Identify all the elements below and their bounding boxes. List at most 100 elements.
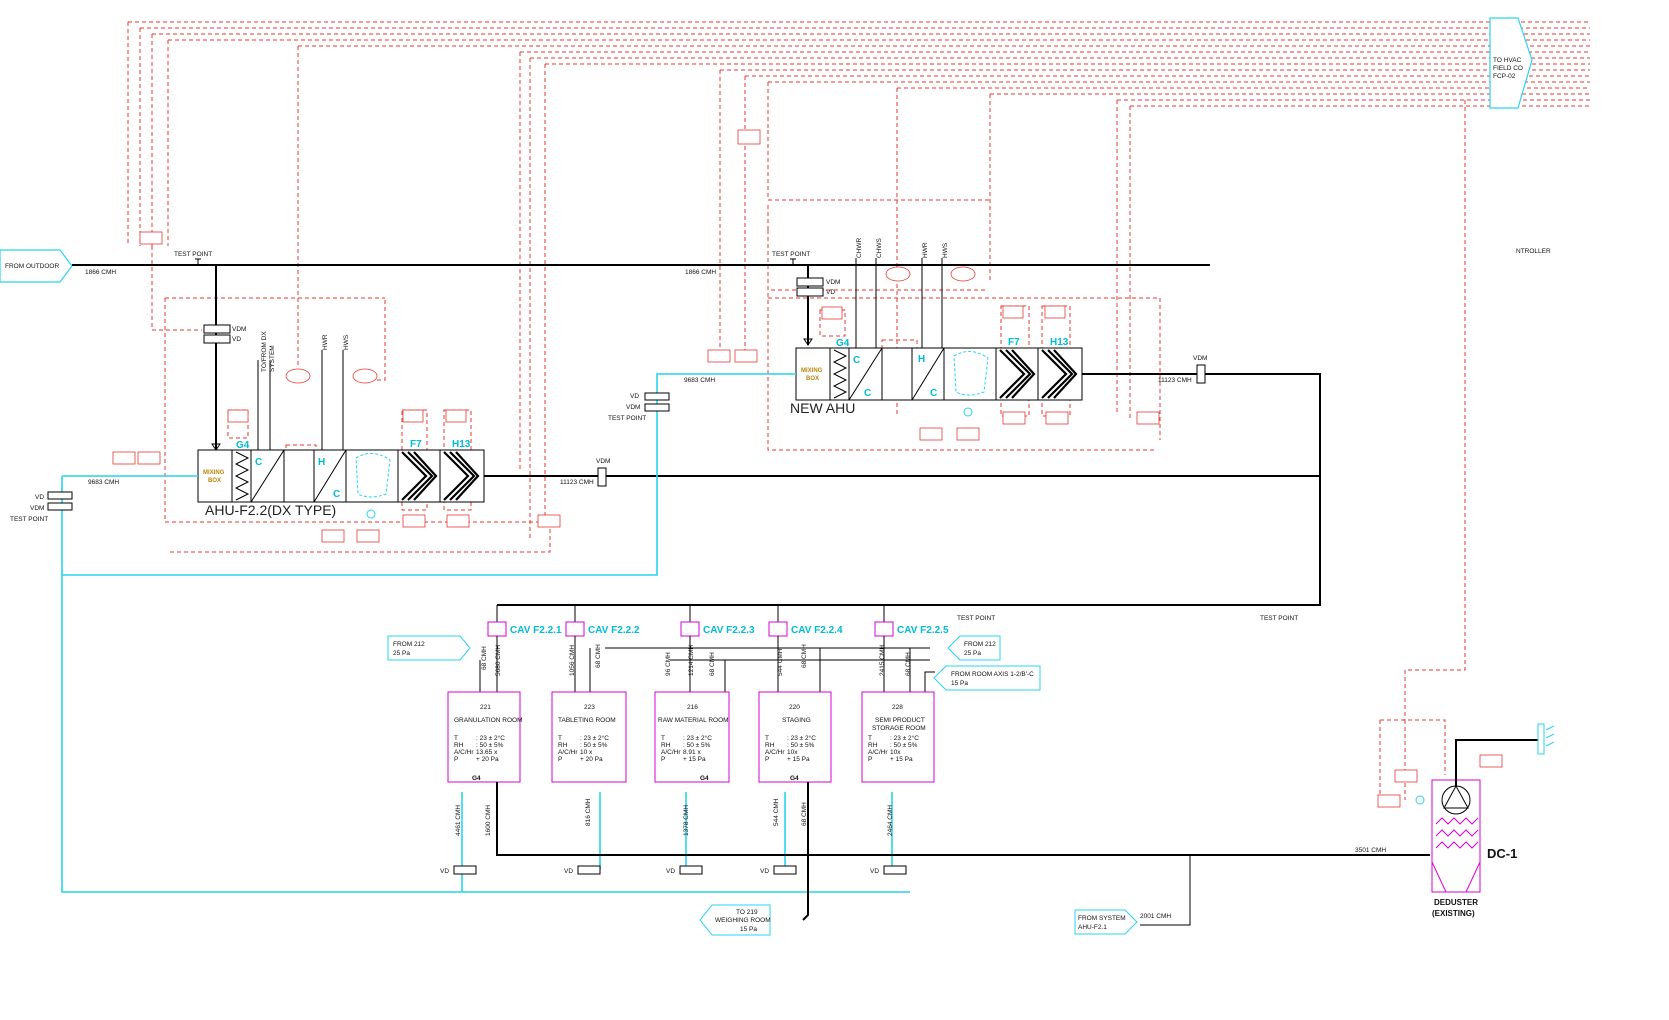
room-221-p: + 20 Pa bbox=[476, 756, 499, 763]
svg-text:15 Pa: 15 Pa bbox=[740, 926, 757, 933]
ahu2-title: NEW AHU bbox=[790, 400, 855, 416]
flow-3501: 3501 CMH bbox=[1355, 847, 1386, 854]
svg-text:P: P bbox=[454, 756, 458, 763]
room-228-no: 228 bbox=[892, 704, 903, 711]
ahu1-hwr: HWR bbox=[322, 334, 329, 350]
cav-3: CAV F2.2.3 bbox=[703, 625, 755, 636]
left-vd: VD bbox=[35, 494, 44, 501]
svg-text:: 50 ± 5%: : 50 ± 5% bbox=[683, 742, 711, 749]
ahu2-vdm-label: VDM bbox=[826, 279, 840, 286]
control-wiring bbox=[127, 21, 1590, 800]
outdoor-test-point-1: TEST POINT bbox=[174, 251, 212, 258]
ahu1-h: H bbox=[318, 457, 325, 468]
room-228-ach: 10x bbox=[890, 749, 901, 756]
ahu1-hws: HWS bbox=[343, 334, 350, 350]
svg-text:FROM SYSTEM: FROM SYSTEM bbox=[1078, 915, 1126, 922]
from-axis-1: FROM ROOM AXIS 1-2/B'-C bbox=[951, 671, 1034, 678]
hvac-label-ntroller: NTROLLER bbox=[1516, 248, 1551, 255]
svg-text:A/C/Hr: A/C/Hr bbox=[661, 749, 681, 756]
room-220-ach: 10x bbox=[787, 749, 798, 756]
room-220-no: 220 bbox=[789, 704, 800, 711]
room-220-name: STAGING bbox=[782, 717, 811, 724]
room-228-name-1: SEMI PRODUCT bbox=[875, 717, 925, 724]
ahu2-mixing-1: MIXING bbox=[801, 368, 823, 374]
rooms: 221 GRANULATION ROOM T: 23 ± 2°C RH: 50 … bbox=[447, 691, 935, 783]
ahu2-return-flow: 9683 CMH bbox=[684, 377, 715, 384]
svg-text:: 23 ± 2°C: : 23 ± 2°C bbox=[580, 734, 609, 742]
svg-text:T: T bbox=[765, 735, 769, 742]
svg-text:G4: G4 bbox=[472, 775, 481, 782]
svg-text:: 50 ± 5%: : 50 ± 5% bbox=[580, 742, 608, 749]
svg-text:: 50 ± 5%: : 50 ± 5% bbox=[890, 742, 918, 749]
to-219-tag: TO 219 WEIGHING ROOM 15 Pa bbox=[699, 904, 771, 936]
room-221-no: 221 bbox=[480, 704, 491, 711]
svg-text:P: P bbox=[765, 756, 769, 763]
svg-text:RH: RH bbox=[454, 742, 464, 749]
from-tags: FROM 212 25 Pa FROM 212 25 Pa FROM ROOM … bbox=[387, 635, 1041, 691]
ahu2-supply-damper bbox=[1196, 364, 1206, 384]
room-223-no: 223 bbox=[584, 704, 595, 711]
svg-text:: 23 ± 2°C: : 23 ± 2°C bbox=[787, 734, 816, 742]
room-216-no: 216 bbox=[687, 704, 698, 711]
mid-test-point: TEST POINT bbox=[608, 415, 646, 422]
from212a-1: FROM 212 bbox=[393, 641, 425, 648]
ahu1-supply-vdm: VDM bbox=[596, 458, 610, 465]
bf-out-2: 816 CMH bbox=[585, 798, 592, 826]
svg-text:RH: RH bbox=[868, 742, 878, 749]
cav-boxes: CAV F2.2.1 CAV F2.2.2 CAV F2.2.3 CAV F2.… bbox=[479, 605, 949, 692]
svg-text:A/C/Hr: A/C/Hr bbox=[765, 749, 785, 756]
from212b-2: 25 Pa bbox=[964, 650, 981, 657]
ahu2-f7: F7 bbox=[1008, 337, 1020, 348]
bf-in-0: 68 CMH bbox=[481, 646, 488, 670]
ahu1-mixing-1: MIXING bbox=[203, 470, 225, 476]
from212a-2: 25 Pa bbox=[393, 650, 410, 657]
mid-vdm: VDM bbox=[626, 404, 640, 411]
ahu1-c2: C bbox=[333, 489, 340, 500]
bottom-vd-5: VD bbox=[870, 868, 879, 875]
bf-out-0: 4461 CMH bbox=[455, 805, 462, 836]
outdoor-flow-a: 1866 CMH bbox=[85, 269, 116, 276]
svg-text:AHU-F2.1: AHU-F2.1 bbox=[1078, 924, 1107, 931]
svg-text:RH: RH bbox=[765, 742, 775, 749]
svg-text:RH: RH bbox=[661, 742, 671, 749]
bf-out-1: 1600 CMH bbox=[485, 805, 492, 836]
bf-out-3: 1378 CMH bbox=[683, 805, 690, 836]
room-223-ach: 10 x bbox=[580, 749, 593, 756]
ahu1-g4: G4 bbox=[236, 440, 250, 451]
svg-text:G4: G4 bbox=[700, 775, 709, 782]
hvac-label-2: FIELD CO bbox=[1493, 65, 1523, 72]
room-228-p: + 15 Pa bbox=[890, 756, 913, 763]
svg-text:: 23 ± 2°C: : 23 ± 2°C bbox=[890, 734, 919, 742]
left-test-point: TEST POINT bbox=[10, 516, 48, 523]
bf-in-8: 68 CMH bbox=[801, 644, 808, 668]
bf-out-4: 544 CMH bbox=[773, 798, 780, 826]
hvac-label-3: FCP-02 bbox=[1493, 73, 1516, 80]
outdoor-label: FROM OUTDOOR bbox=[5, 263, 59, 270]
new-ahu: MIXING BOX G4 C C H C F7 H13 NEW AHU CHW… bbox=[790, 237, 1083, 417]
bf-in-4: 96 CMH bbox=[665, 652, 672, 676]
bf-out-5: 68 CMH bbox=[801, 802, 808, 826]
svg-text:WEIGHING ROOM: WEIGHING ROOM bbox=[715, 917, 771, 924]
svg-text:: 23 ± 2°C: : 23 ± 2°C bbox=[476, 734, 505, 742]
ahu1-h13: H13 bbox=[452, 439, 471, 450]
svg-text:A/C/Hr: A/C/Hr bbox=[454, 749, 474, 756]
bf-in-5: 1214 CMH bbox=[688, 645, 695, 676]
ahu1-c: C bbox=[255, 457, 262, 468]
room-216-p: + 15 Pa bbox=[683, 756, 706, 763]
branch-flow-labels: 68 CMH 5680 CMH 1056 CMH 68 CMH 96 CMH 1… bbox=[455, 644, 912, 836]
svg-text:G4: G4 bbox=[790, 775, 799, 782]
deduster-label-1: DEDUSTER bbox=[1434, 898, 1478, 907]
oa-dampers bbox=[203, 277, 824, 344]
svg-text:T: T bbox=[558, 735, 562, 742]
outdoor-air-intake: FROM OUTDOOR 1866 CMH 1866 CMH TEST POIN… bbox=[0, 249, 1210, 451]
ahu2-supply-flow: 11123 CMH bbox=[1158, 377, 1192, 384]
ahu1-f7: F7 bbox=[410, 439, 422, 450]
ahu-f2-2: MIXING BOX G4 C H C F7 H13 AHU-F2.2(DX T… bbox=[197, 331, 485, 519]
room-223-p: + 20 Pa bbox=[580, 756, 603, 763]
cav-5: CAV F2.2.5 bbox=[897, 625, 949, 636]
instrument-tags bbox=[112, 129, 1503, 808]
deduster-tag: DC-1 bbox=[1487, 846, 1517, 861]
ahu2-mixing-2: BOX bbox=[806, 376, 819, 382]
svg-text:A/C/Hr: A/C/Hr bbox=[558, 749, 578, 756]
ahu2-chwr: CHWR bbox=[856, 237, 863, 258]
